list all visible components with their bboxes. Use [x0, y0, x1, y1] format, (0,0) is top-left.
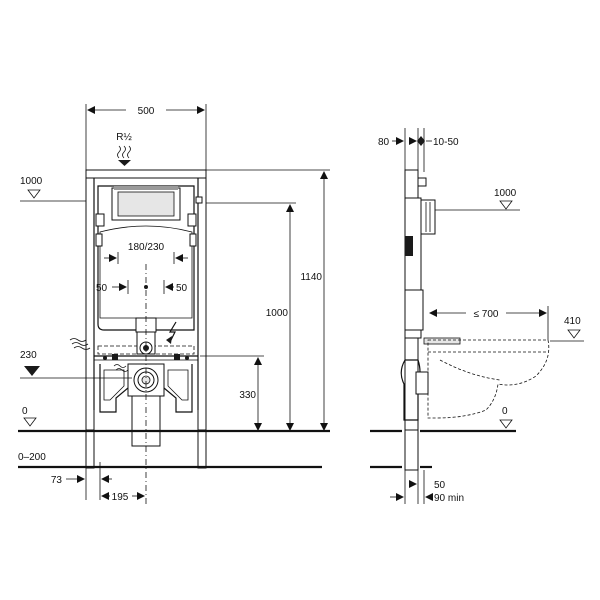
- electric-icon: [168, 321, 177, 343]
- side-bottom-dimensions: 50 90 min: [390, 470, 464, 504]
- side-bottom-90-label: 90 min: [434, 493, 464, 504]
- floor-range-label: 0–200: [18, 452, 46, 463]
- level-triangle-filled-icon: [24, 366, 40, 376]
- bracket-icon: [195, 196, 203, 204]
- connection-label: R½: [116, 132, 132, 143]
- bottom-dimensions: 73 195: [51, 462, 145, 503]
- water-wave-icon: [69, 338, 87, 342]
- side-view: 80 10-50: [370, 128, 584, 504]
- height-1000-label: 1000: [266, 308, 289, 319]
- side-level-0-label: 0: [502, 406, 508, 417]
- width-dimension: 500: [85, 104, 207, 170]
- water-symbol-icon: [117, 145, 121, 159]
- width-label: 500: [138, 106, 155, 117]
- level-triangle-icon: [567, 329, 581, 339]
- level-0-label: 0: [22, 406, 28, 417]
- water-connection: R½: [116, 132, 132, 166]
- level-410-marker: 410: [550, 316, 584, 342]
- bottom-195-label: 195: [112, 492, 129, 503]
- level-1000-label: 1000: [20, 176, 43, 187]
- level-triangle-icon: [499, 419, 513, 429]
- level-230-marker: 230: [20, 350, 132, 379]
- bottom-73-label: 73: [51, 475, 63, 486]
- spacing-dimensions: 180/230 50 50: [96, 242, 188, 504]
- side-frame: [400, 169, 461, 471]
- projection-label: ≤ 700: [474, 309, 499, 320]
- side-level-1000-marker: 1000: [435, 188, 520, 211]
- level-410-label: 410: [564, 316, 581, 327]
- front-view: 500 R½ 1000: [18, 104, 330, 504]
- height-1140-label: 1140: [300, 272, 322, 283]
- level-triangle-icon: [27, 189, 41, 199]
- projection-dimension: ≤ 700: [429, 306, 549, 340]
- toilet-bowl: [427, 339, 550, 419]
- level-triangle-icon: [23, 417, 37, 427]
- depth-80-label: 80: [378, 137, 390, 148]
- level-0-marker: 0: [18, 406, 330, 433]
- side-bottom-50-label: 50: [434, 480, 446, 491]
- level-1000-marker: 1000: [20, 176, 90, 202]
- frame: [69, 169, 207, 469]
- offset-right-label: 50: [176, 283, 188, 294]
- offset-left-label: 50: [96, 283, 108, 294]
- depth-10-50-label: 10-50: [433, 137, 459, 148]
- side-level-1000-label: 1000: [494, 188, 517, 199]
- diamond-marker-icon: [417, 136, 425, 146]
- arrow-down-icon: [118, 160, 131, 166]
- level-230-label: 230: [20, 350, 37, 361]
- depth-dimensions: 80 10-50: [378, 128, 459, 172]
- floor-range-marker: 0–200: [18, 452, 322, 469]
- height-330-label: 330: [239, 390, 256, 401]
- side-level-0-marker: 0: [370, 406, 516, 469]
- level-triangle-icon: [499, 200, 513, 210]
- height-dimensions: 1140 1000 330: [200, 169, 330, 431]
- spacing-label: 180/230: [128, 242, 165, 253]
